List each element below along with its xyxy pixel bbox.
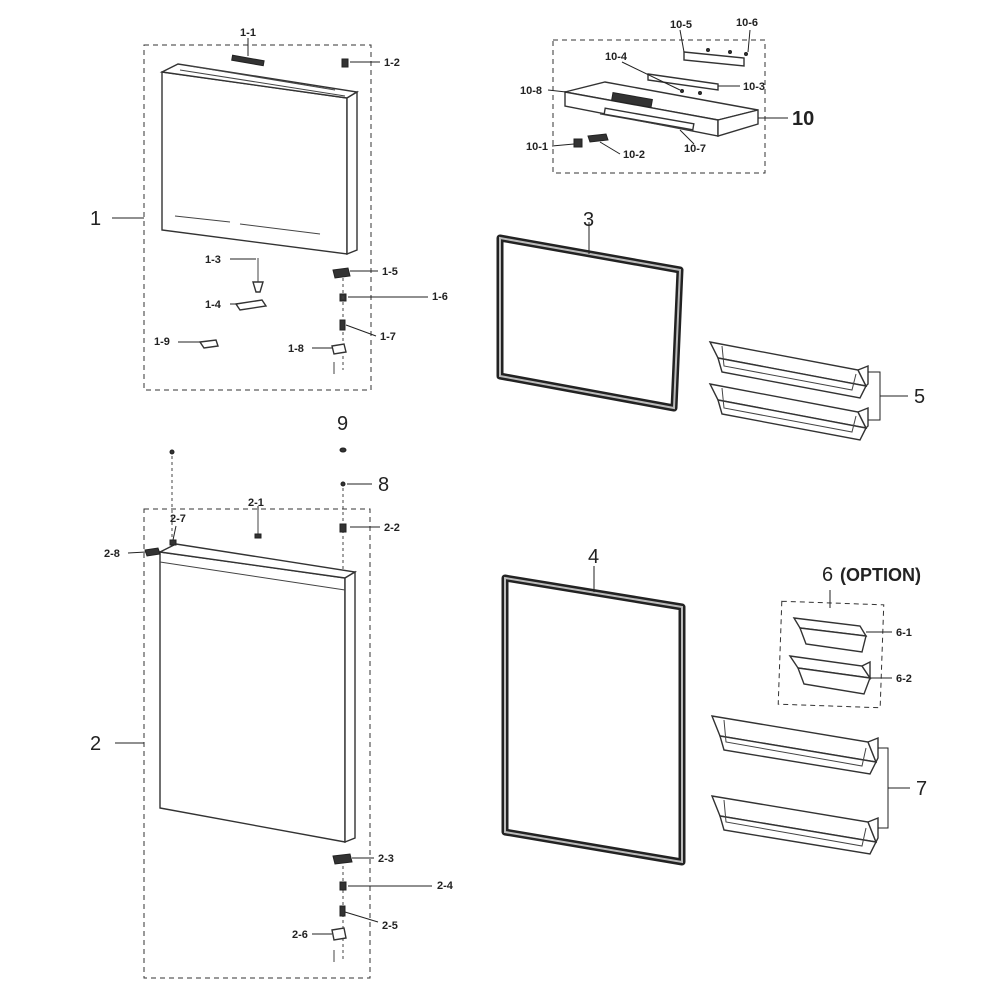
label-1-9: 1-9: [154, 336, 170, 348]
part-10-7-tape: [603, 107, 695, 131]
part-10-1-connector: [573, 138, 583, 148]
part-2-1-cover: [254, 533, 262, 539]
label-4: 4: [588, 546, 599, 568]
option-group-6: 6 (OPTION) 6-1 6-2: [777, 564, 921, 709]
part-1-9-clip: [198, 339, 219, 349]
part-2-4-bushing: [339, 881, 347, 891]
part-1-8-hinge: [331, 343, 347, 355]
label-2-8: 2-8: [104, 548, 120, 560]
label-10-1: 10-1: [526, 141, 548, 153]
lower-door-bins: 7: [710, 715, 927, 855]
part-2-8-hinge-cap: [144, 547, 161, 557]
lower-door-gasket: 4: [501, 546, 686, 866]
label-1-4: 1-4: [205, 299, 222, 311]
label-10-2: 10-2: [623, 149, 645, 161]
label-10-6: 10-6: [736, 17, 758, 29]
part-6-1-cover: [792, 617, 868, 653]
part-2-2-pin: [339, 523, 347, 533]
label-1-6: 1-6: [432, 291, 448, 303]
label-1-3: 1-3: [205, 254, 221, 266]
part-6-2-bin: [788, 655, 872, 695]
part-2-5-spacer: [339, 905, 346, 917]
part-10-6-screw: [744, 52, 748, 56]
door-bin-7b: [710, 795, 879, 855]
part-2-7-bushing: [169, 539, 177, 546]
lower-door-group: 2-1 2-2 2-7 2-8 2 2-3 2-4 2-5 2-6: [90, 497, 454, 979]
part-1-3-pin: [252, 281, 264, 293]
part-10-3-sensor-bar: [647, 73, 719, 91]
part-1-7-spacer: [339, 319, 346, 331]
label-2-6: 2-6: [292, 929, 308, 941]
group-10-dashed-box: [552, 39, 766, 174]
label-10-7: 10-7: [684, 143, 706, 155]
label-6-option: (OPTION): [840, 565, 921, 585]
group-6-dashed-box: [777, 600, 885, 709]
hinge-fasteners: 9 8: [169, 413, 389, 580]
part-2-3-hinge-cap: [332, 853, 353, 865]
part-8-pin: [340, 481, 346, 487]
label-10-3: 10-3: [743, 81, 765, 93]
part-1-4-bracket: [234, 299, 268, 311]
label-9: 9: [337, 413, 348, 435]
upper-door-gasket: 3: [496, 209, 684, 412]
label-10: 10: [792, 108, 814, 130]
label-6-2: 6-2: [896, 673, 912, 685]
label-7: 7: [916, 778, 927, 800]
door-bin-5b: [708, 383, 869, 441]
lower-door-panel: [157, 543, 358, 844]
part-1-5-hinge-cap: [332, 267, 351, 279]
label-8: 8: [378, 474, 389, 496]
label-1: 1: [90, 208, 101, 230]
part-10-5-pcb: [683, 51, 745, 67]
part-2-6-hinge: [331, 927, 347, 941]
label-1-7: 1-7: [380, 331, 396, 343]
group-1-dashed-box: [143, 44, 372, 391]
label-3: 3: [583, 209, 594, 231]
label-6: 6: [822, 564, 833, 586]
part-1-2-cap: [341, 58, 349, 68]
part-10-8-cap-body: [564, 81, 759, 137]
label-1-8: 1-8: [288, 343, 304, 355]
label-1-2: 1-2: [384, 57, 400, 69]
label-2-7: 2-7: [170, 513, 186, 525]
door-bin-5a: [708, 341, 869, 399]
label-2-3: 2-3: [378, 853, 394, 865]
label-2-2: 2-2: [384, 522, 400, 534]
part-9-cap: [339, 447, 347, 453]
top-cap-assembly-group: 10-5 10-6 10-4 10-3 10-8 10 10-1 10-2 10…: [520, 17, 814, 174]
part-10-2-clip: [587, 133, 609, 143]
label-1-5: 1-5: [382, 266, 398, 278]
label-2-1: 2-1: [248, 497, 264, 509]
part-10-4-screw: [680, 89, 684, 93]
part-1-1-handle-trim: [231, 54, 265, 67]
label-5: 5: [914, 386, 925, 408]
label-2-4: 2-4: [437, 880, 454, 892]
label-10-4: 10-4: [605, 51, 628, 63]
label-2-5: 2-5: [382, 920, 398, 932]
label-2: 2: [90, 733, 101, 755]
upper-door-group: 1-1 1-2 1 1-3 1-4 1-5 1-6 1-7 1-8 1-9: [90, 27, 448, 391]
upper-door-bins: 5: [708, 341, 925, 441]
label-10-5: 10-5: [670, 19, 692, 31]
label-10-8: 10-8: [520, 85, 542, 97]
label-1-1: 1-1: [240, 27, 256, 39]
label-6-1: 6-1: [896, 627, 912, 639]
upper-door-panel: [159, 63, 360, 256]
door-bin-7a: [710, 715, 879, 775]
